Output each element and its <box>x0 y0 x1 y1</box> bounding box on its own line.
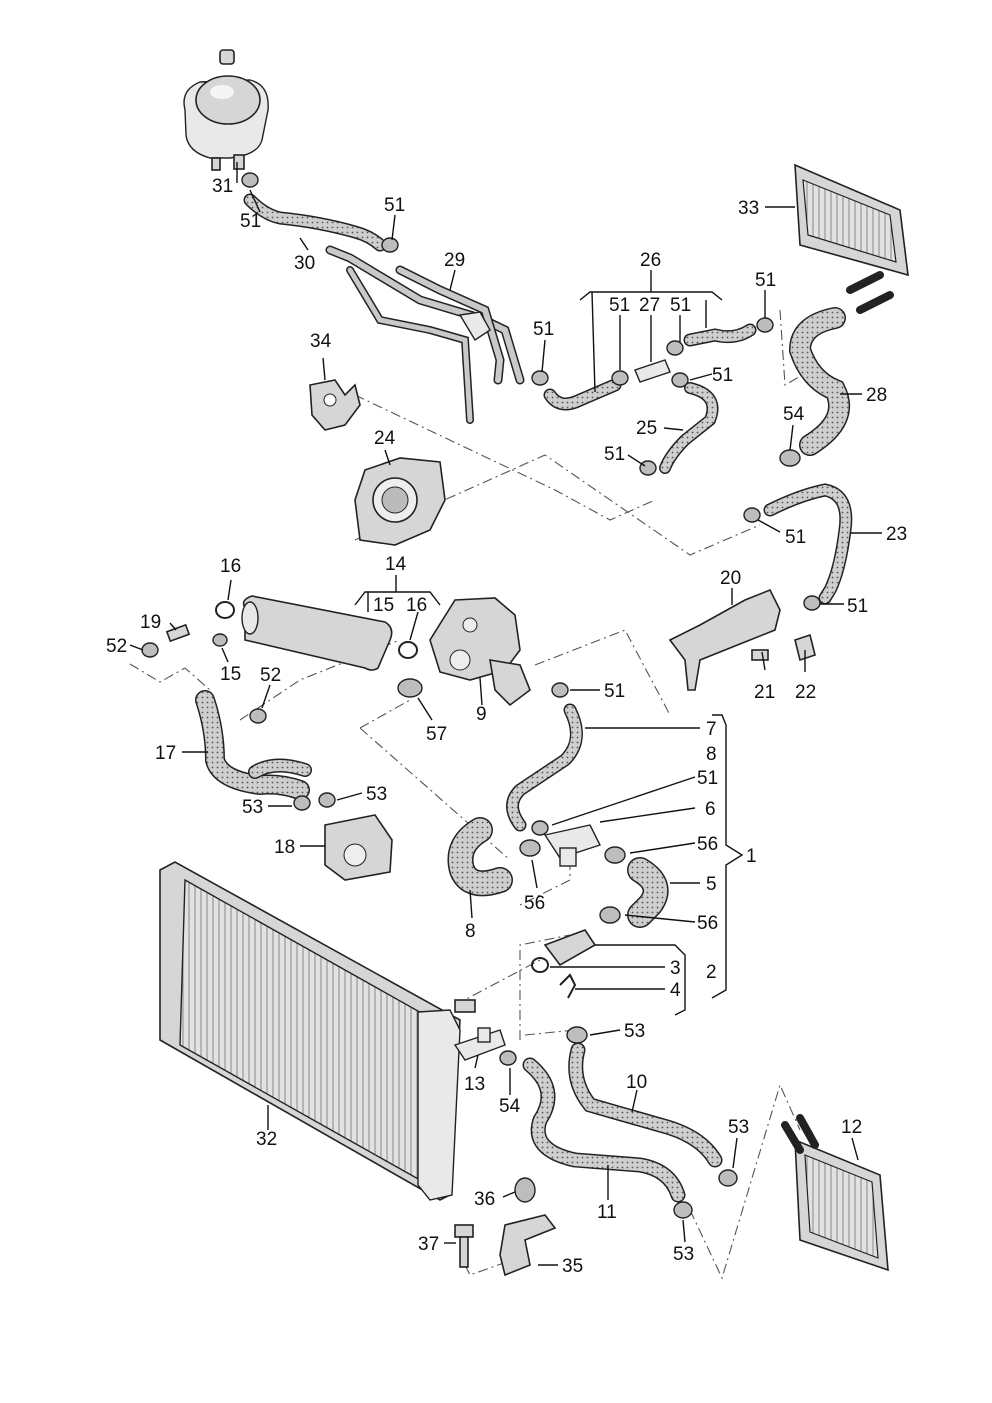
label-57: 57 <box>426 724 447 745</box>
label-51: 51 <box>712 365 733 386</box>
label-13: 13 <box>464 1074 485 1095</box>
label-51: 51 <box>384 195 405 216</box>
bracket-35 <box>454 1177 557 1277</box>
t-connector-6 <box>543 824 601 867</box>
label-51: 51 <box>240 211 261 232</box>
expansion-tank <box>183 49 269 171</box>
radiator-32 <box>159 861 476 1201</box>
part-labels: 31 51 30 51 29 26 51 27 51 51 51 51 25 5… <box>106 176 907 1277</box>
leader-lines <box>129 162 882 1266</box>
hose-17 <box>195 690 312 800</box>
coolant-pipe-29 <box>325 245 525 424</box>
label-54: 54 <box>499 1096 521 1117</box>
label-11: 11 <box>597 1202 617 1223</box>
label-51: 51 <box>847 596 868 617</box>
coolant-tube-15 <box>241 595 393 671</box>
hose-25 <box>659 382 719 474</box>
label-34: 34 <box>310 331 332 352</box>
label-35: 35 <box>562 1256 583 1277</box>
label-8: 8 <box>706 744 717 765</box>
hose-11 <box>522 1057 686 1203</box>
label-17: 17 <box>155 743 176 764</box>
label-27: 27 <box>639 295 660 316</box>
label-25: 25 <box>636 418 657 439</box>
label-28: 28 <box>866 385 887 406</box>
label-51: 51 <box>670 295 691 316</box>
hose-clamps <box>141 172 821 1219</box>
hose-23 <box>763 483 853 605</box>
label-22: 22 <box>795 682 816 703</box>
label-16: 16 <box>220 556 241 577</box>
label-30: 30 <box>294 253 315 274</box>
label-1: 1 <box>746 846 757 867</box>
bracket-34 <box>309 379 361 431</box>
label-36: 36 <box>474 1189 495 1210</box>
label-51: 51 <box>604 681 625 702</box>
label-52: 52 <box>260 665 281 686</box>
label-8: 8 <box>465 921 476 942</box>
flange-24 <box>354 457 446 546</box>
label-29: 29 <box>444 250 465 271</box>
label-52: 52 <box>106 636 127 657</box>
label-20: 20 <box>720 568 741 589</box>
label-23: 23 <box>886 524 907 545</box>
label-31: 31 <box>212 176 233 197</box>
label-19: 19 <box>140 612 161 633</box>
hose-28 <box>788 307 850 456</box>
label-3: 3 <box>670 958 681 979</box>
hose-5 <box>627 857 669 928</box>
label-53: 53 <box>366 784 387 805</box>
connector-2 <box>531 929 597 999</box>
label-53: 53 <box>242 797 263 818</box>
label-26: 26 <box>640 250 661 271</box>
label-6: 6 <box>705 799 716 820</box>
label-51: 51 <box>609 295 630 316</box>
label-53: 53 <box>673 1244 694 1265</box>
label-9: 9 <box>476 704 487 725</box>
label-10: 10 <box>626 1072 647 1093</box>
label-56: 56 <box>697 913 718 934</box>
hose-26 <box>543 323 757 411</box>
hose-30 <box>243 193 387 252</box>
hose-8 <box>447 817 513 897</box>
label-51: 51 <box>604 444 625 465</box>
label-14: 14 <box>385 554 407 575</box>
connection-lines <box>129 309 821 1280</box>
label-51: 51 <box>755 270 776 291</box>
label-21: 21 <box>754 682 775 703</box>
label-16: 16 <box>406 595 427 616</box>
label-15: 15 <box>373 595 394 616</box>
bracket-20 <box>668 588 816 691</box>
label-12: 12 <box>841 1117 862 1138</box>
hose-10 <box>568 1042 723 1168</box>
label-7: 7 <box>706 719 717 740</box>
label-4: 4 <box>670 980 681 1001</box>
heat-exchanger-33 <box>794 163 909 314</box>
hose-7 <box>506 703 583 832</box>
bolt-19 <box>165 601 418 659</box>
oil-cooler-18 <box>324 814 393 881</box>
thermostat-housing-9 <box>429 597 531 707</box>
label-51: 51 <box>785 527 806 548</box>
label-51: 51 <box>697 768 718 789</box>
label-56: 56 <box>524 893 545 914</box>
label-33: 33 <box>738 198 759 219</box>
label-54: 54 <box>783 404 805 425</box>
label-51: 51 <box>533 319 554 340</box>
t-piece-13 <box>453 1027 506 1061</box>
label-5: 5 <box>706 874 717 895</box>
label-56: 56 <box>697 834 718 855</box>
heater-core-12 <box>781 1114 889 1272</box>
label-24: 24 <box>374 428 396 449</box>
label-18: 18 <box>274 837 295 858</box>
label-37: 37 <box>418 1234 439 1255</box>
label-53: 53 <box>624 1021 645 1042</box>
label-2: 2 <box>706 962 717 983</box>
label-32: 32 <box>256 1129 277 1150</box>
label-15: 15 <box>220 664 241 685</box>
label-53: 53 <box>728 1117 749 1138</box>
